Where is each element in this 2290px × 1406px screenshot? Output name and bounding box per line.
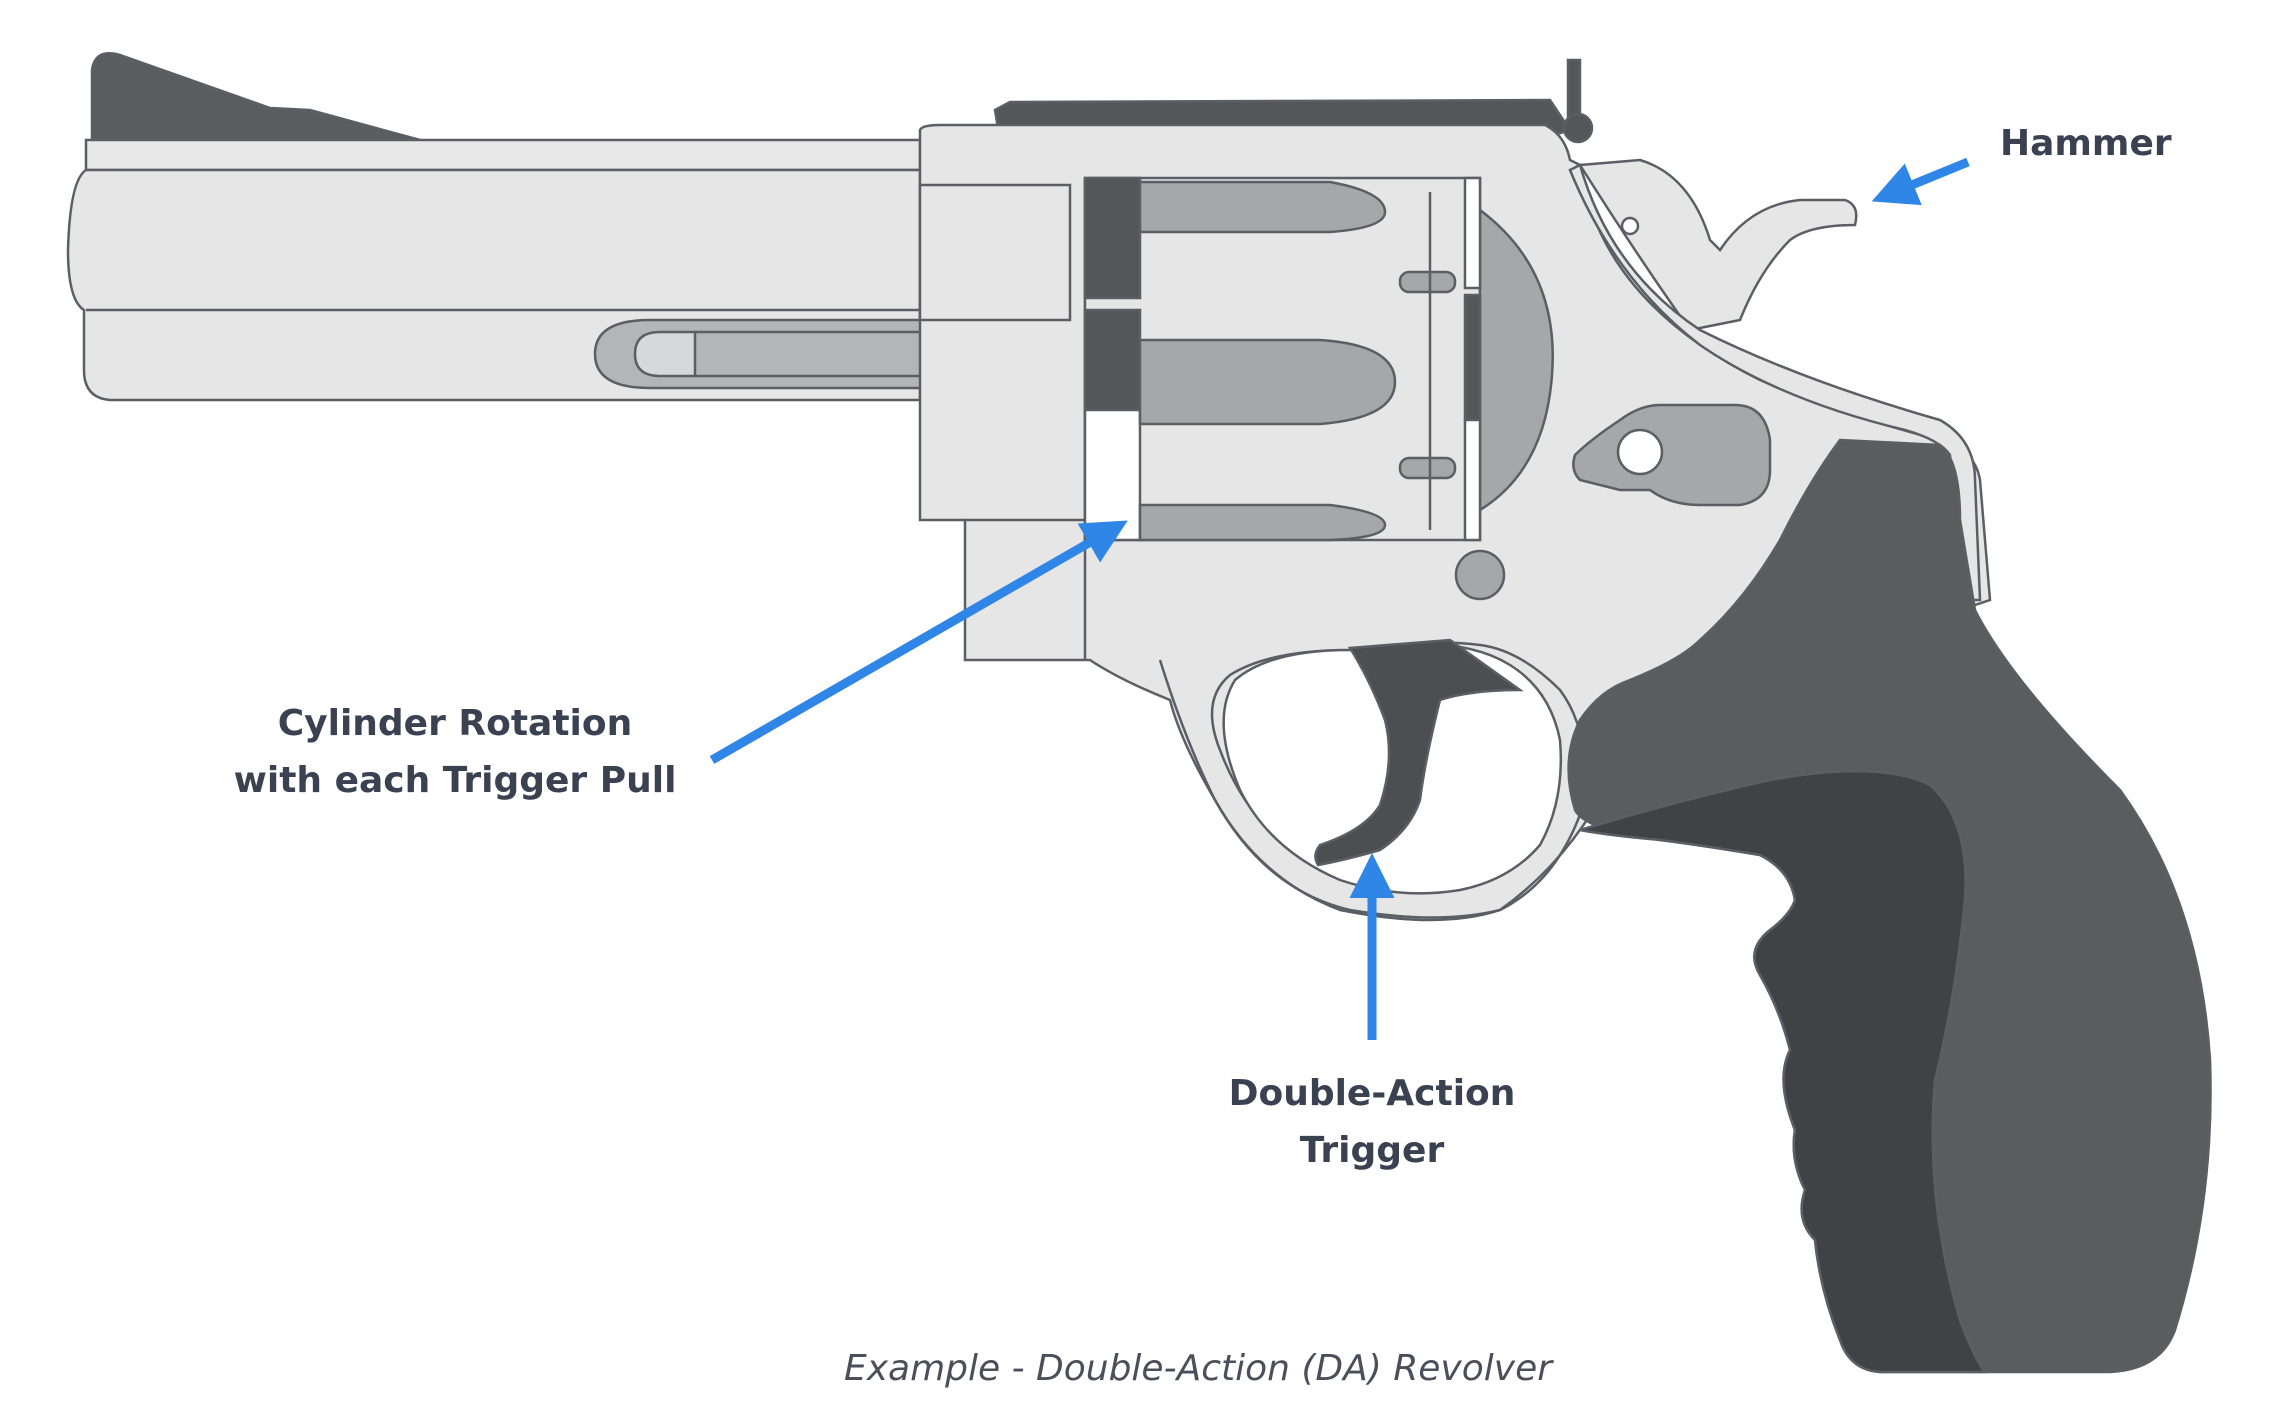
cylinder-arrow	[709, 520, 1128, 764]
barrel	[66, 52, 932, 402]
grip	[1567, 163, 2212, 1374]
rear-sight	[1566, 58, 1582, 122]
trigger	[1314, 638, 1524, 867]
cylinder-label-line1: Cylinder Rotation	[278, 703, 633, 744]
hammer	[1577, 158, 1858, 332]
trigger-label-line2: Trigger	[1300, 1130, 1445, 1171]
hammer-label: Hammer	[2000, 123, 2172, 164]
cylinder	[1083, 176, 1554, 542]
cylinder-release	[1572, 403, 1772, 507]
front-sight	[90, 52, 421, 142]
grip-inset	[1579, 769, 1988, 1374]
backstrap	[1568, 163, 1982, 602]
cylinder-label-line2: with each Trigger Pull	[234, 760, 677, 801]
barrel-rib	[84, 138, 922, 172]
crane	[918, 183, 1072, 322]
hammer-arrow	[1871, 157, 1970, 206]
trigger-label-line1: Double-Action	[1229, 1073, 1516, 1114]
frame-screw	[1454, 549, 1506, 601]
hammer-body	[1577, 158, 1858, 332]
figure-caption: Example - Double-Action (DA) Revolver	[844, 1348, 1554, 1389]
